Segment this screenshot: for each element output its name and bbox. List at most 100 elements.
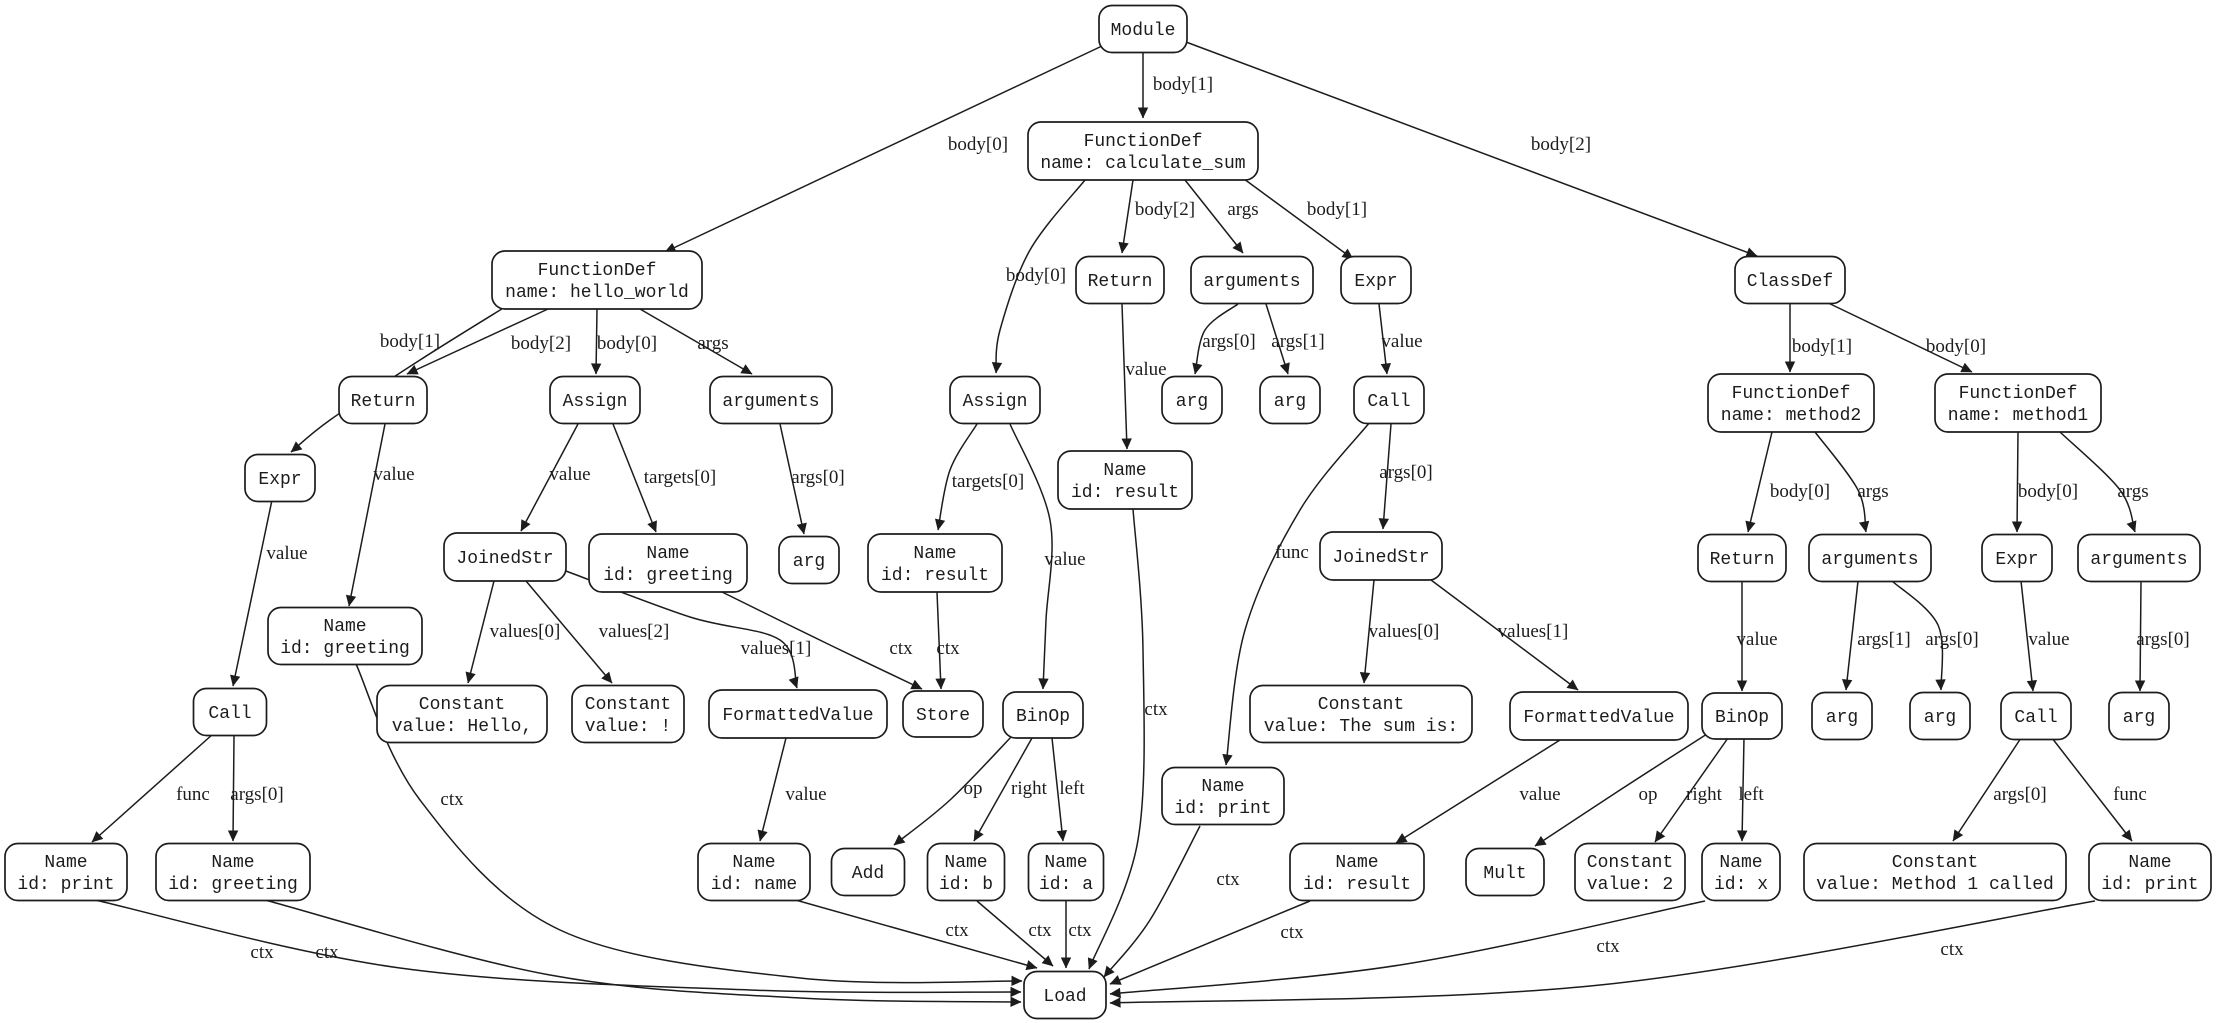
node-label: Return — [1710, 550, 1775, 570]
node-box — [902, 690, 984, 738]
edge-arguments-method1-to-arg-method1 — [2134, 580, 2146, 692]
edge-name-x-to-load — [1109, 900, 1706, 999]
edge-label: func — [2113, 784, 2147, 805]
edge-label: func — [176, 784, 210, 805]
node-box — [830, 847, 906, 897]
node-label: Name — [211, 853, 254, 873]
node-label: FunctionDef — [1732, 384, 1851, 404]
edge-binop-method2-to-mult — [1534, 733, 1708, 847]
node-label: Constant — [585, 695, 671, 715]
node-label: arguments — [1821, 550, 1918, 570]
edge-label: body[0] — [2018, 481, 2078, 502]
node-box — [1002, 691, 1084, 739]
node-label: Name — [646, 544, 689, 564]
node-label: Store — [916, 706, 970, 726]
node-box — [1353, 375, 1425, 425]
edge-name-print-hello-to-load — [94, 899, 1022, 998]
node-label: id: print — [17, 875, 114, 895]
edge-call-calc-to-name-print-calc — [1222, 421, 1371, 766]
node-label: name: hello_world — [505, 283, 689, 303]
node-box — [949, 375, 1041, 425]
node-label: BinOp — [1016, 707, 1070, 727]
node-box — [1707, 373, 1875, 433]
edge-arguments-calc-to-arg-calc-1 — [1265, 303, 1290, 375]
edge-module-to-classdef — [1185, 41, 1758, 258]
node-label: arg — [793, 552, 825, 572]
edge-functiondef-calculate-sum-to-return-calc — [1118, 179, 1134, 254]
edge-binop-calc-to-add — [893, 735, 1013, 846]
edge-label: args[0] — [230, 784, 283, 805]
node-box — [697, 842, 811, 902]
ast-node-arg-method1: arg — [2108, 691, 2170, 741]
node-label: Load — [1043, 987, 1086, 1007]
ast-node-add: Add — [830, 847, 906, 897]
node-label: id: print — [2101, 875, 2198, 895]
node-label: Name — [944, 853, 987, 873]
edge-label: body[1] — [380, 331, 440, 352]
edge-label: body[0] — [1926, 336, 1986, 357]
edge-joinedstr-hello-to-constant-hello — [465, 580, 495, 684]
edge-label: value — [2028, 629, 2069, 650]
edge-label: ctx — [1068, 920, 1092, 941]
node-box — [338, 375, 428, 425]
edge-label: values[1] — [1498, 621, 1569, 642]
node-label: Name — [1103, 461, 1146, 481]
node-label: BinOp — [1715, 708, 1769, 728]
ast-node-expr-method1: Expr — [1981, 533, 2053, 583]
node-box — [1289, 842, 1425, 902]
node-label: value: Hello, — [392, 717, 532, 737]
node-box — [376, 684, 548, 744]
node-box — [155, 842, 311, 902]
node-label: id: result — [1071, 483, 1179, 503]
ast-node-mult: Mult — [1465, 847, 1545, 897]
edge-label: values[0] — [490, 621, 561, 642]
edge-label: value — [1381, 331, 1422, 352]
edge-label: body[1] — [1153, 74, 1213, 95]
edge-binop-calc-to-name-b — [973, 737, 1033, 842]
node-box — [267, 606, 423, 666]
edge-call-method1-to-name-print-method1 — [2051, 737, 2133, 842]
node-label: name: method2 — [1721, 406, 1861, 426]
node-label: Constant — [1318, 695, 1404, 715]
node-label: Name — [323, 617, 366, 637]
edge-expr-method1-to-call-method1 — [2020, 580, 2038, 692]
edge-label: ctx — [1596, 936, 1620, 957]
node-label: Mult — [1483, 864, 1526, 884]
ast-node-arg-method2-0: arg — [1909, 691, 1971, 741]
edge-label: op — [1639, 784, 1658, 805]
ast-node-arguments-calc: arguments — [1190, 255, 1314, 305]
edge-label: values[0] — [1369, 621, 1440, 642]
node-label: id: x — [1714, 875, 1768, 895]
node-box — [1027, 121, 1259, 181]
node-label: Constant — [419, 695, 505, 715]
ast-node-assign-hello: Assign — [549, 375, 641, 425]
ast-node-arguments-method1: arguments — [2077, 533, 2201, 583]
node-label: value: ! — [585, 717, 671, 737]
node-box — [1075, 255, 1165, 305]
edge-functiondef-calculate-sum-to-arguments-calc — [1184, 179, 1244, 254]
ast-node-load: Load — [1023, 970, 1107, 1020]
node-label: id: greeting — [603, 566, 733, 586]
edge-functiondef-method1-to-expr-method1 — [2011, 431, 2023, 533]
edge-label: targets[0] — [952, 471, 1024, 492]
node-label: Name — [44, 853, 87, 873]
edge-label: ctx — [440, 789, 464, 810]
node-box — [1340, 255, 1412, 305]
ast-node-return-calc: Return — [1075, 255, 1165, 305]
node-box — [1190, 255, 1314, 305]
ast-node-call-hello: Call — [192, 687, 268, 737]
node-label: value: The sum is: — [1264, 717, 1458, 737]
edge-label: ctx — [1216, 869, 1240, 890]
